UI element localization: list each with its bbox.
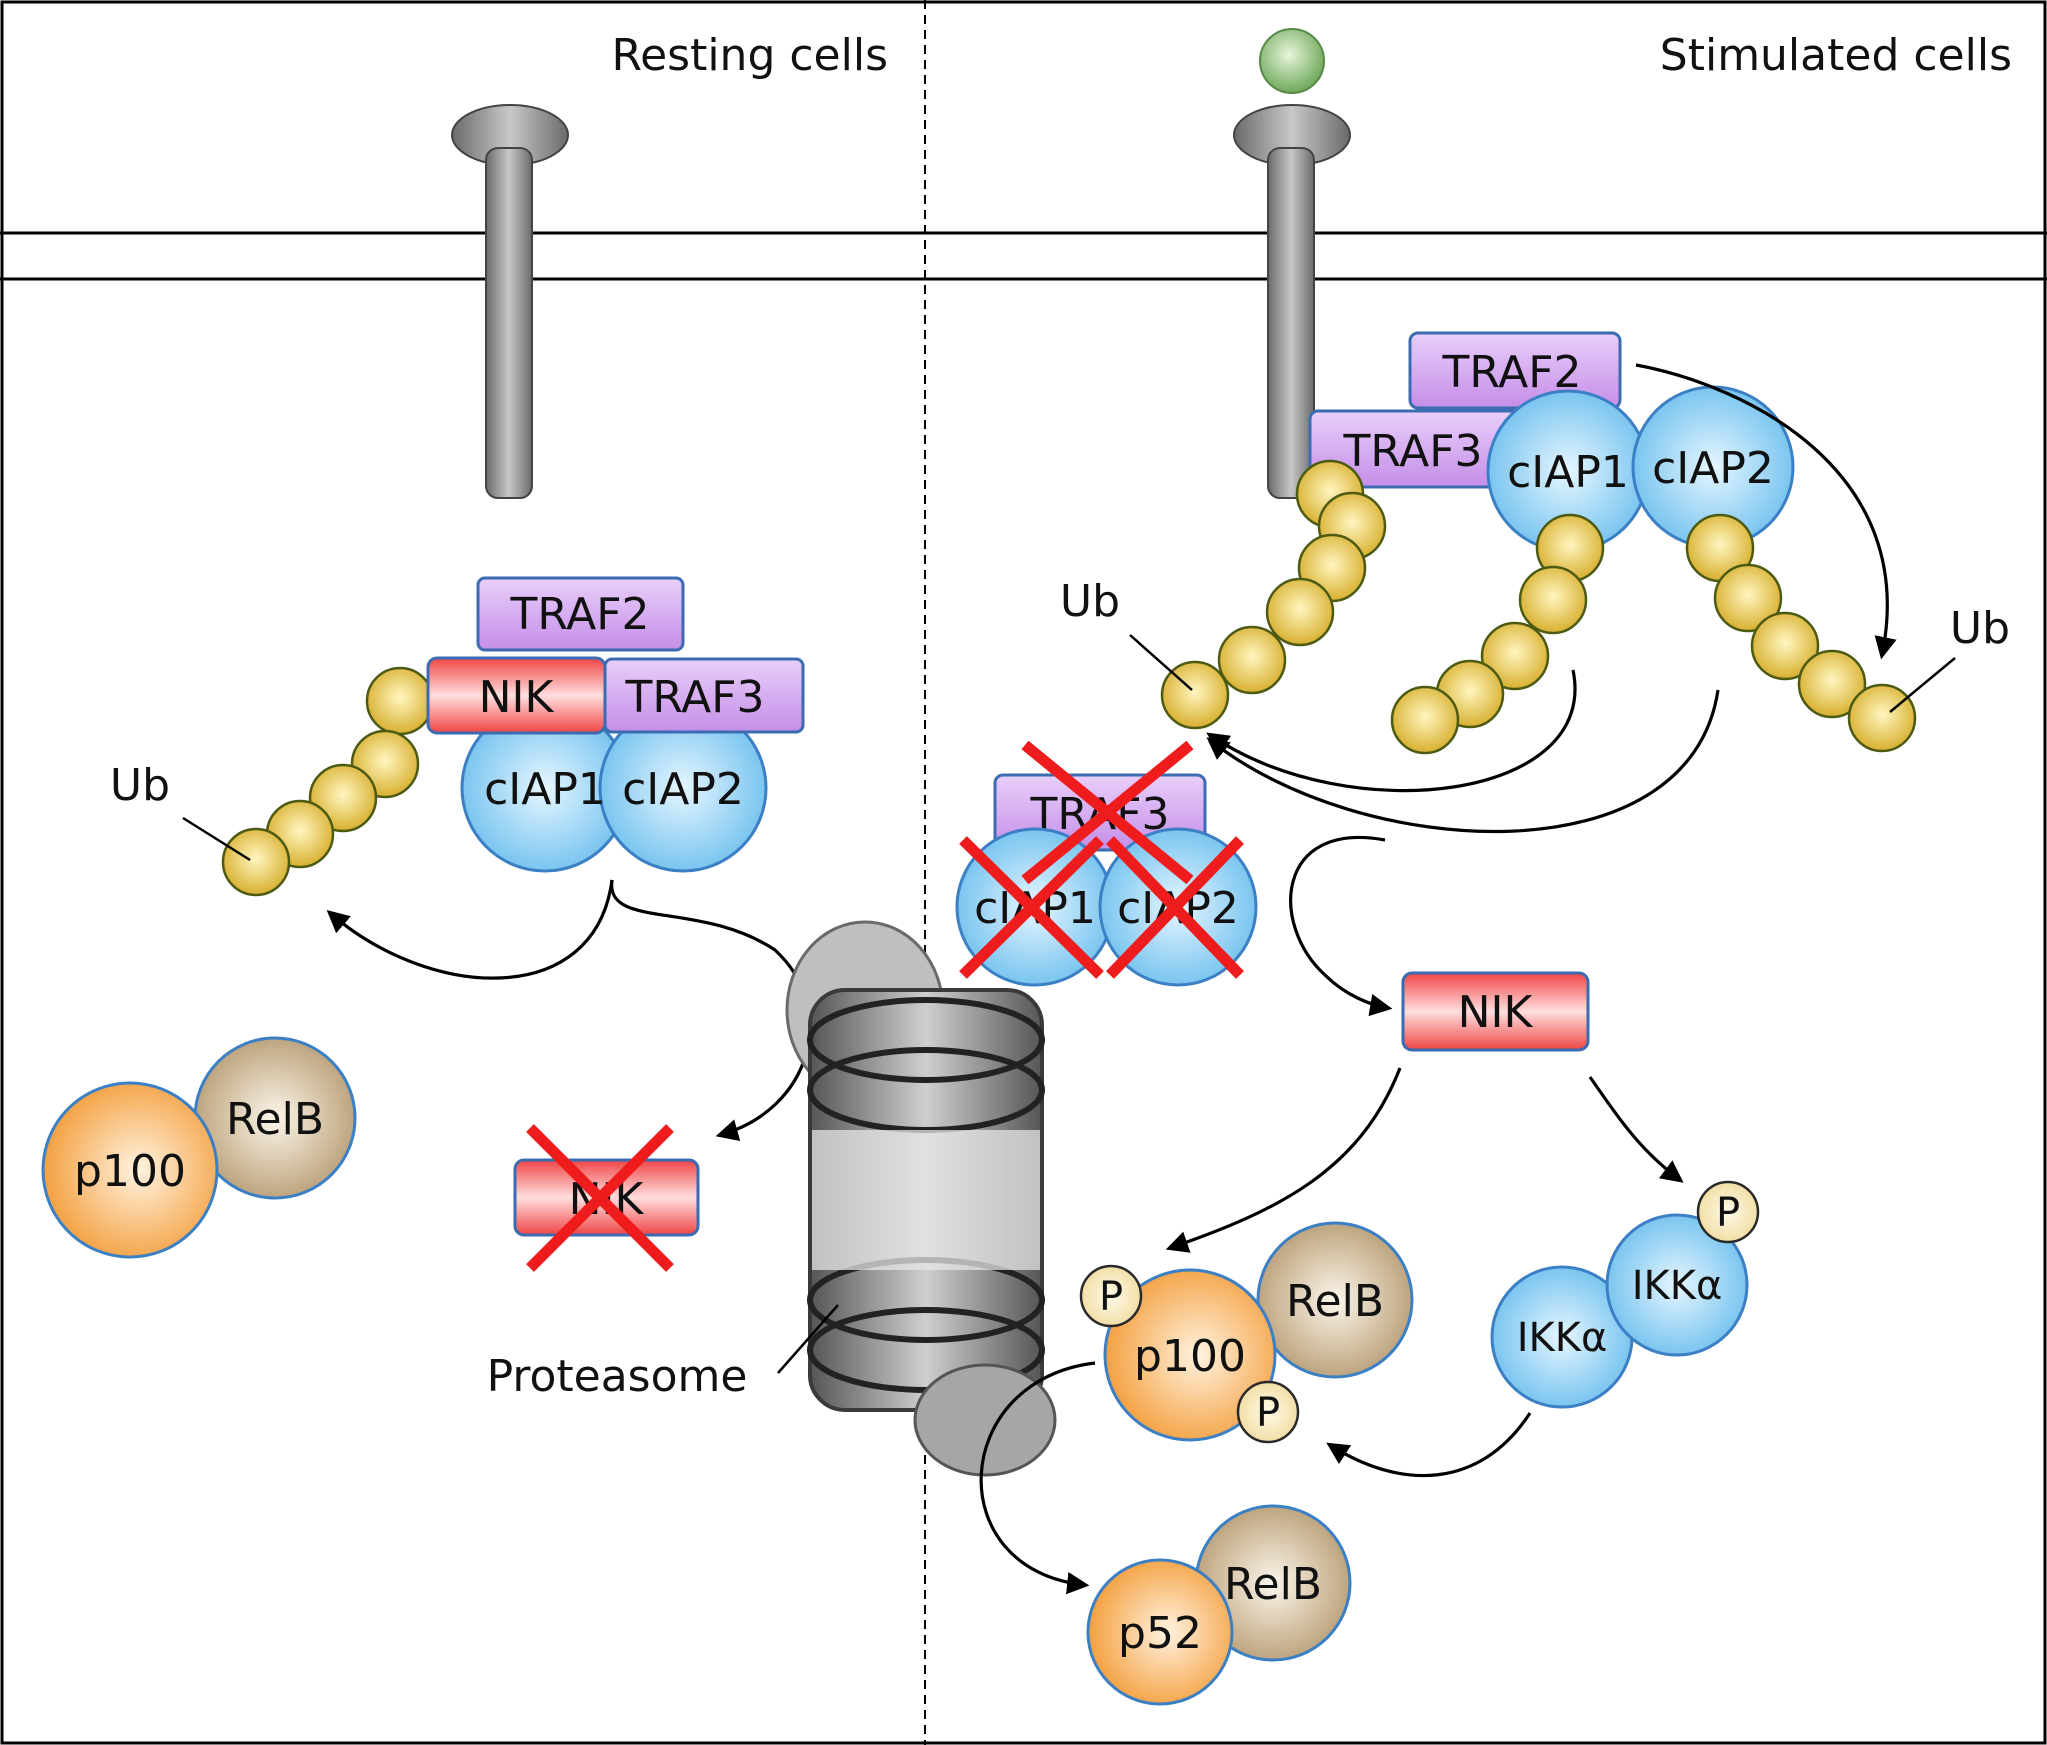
proteasome-icon [785,920,1057,1477]
phospho-label-ikka: P [1716,1190,1740,1236]
arrow-to-nik-degradation [610,879,812,1141]
cross-mark-icon [1106,836,1244,979]
proteasome-label: Proteasome [487,1351,748,1402]
relb-ball-right [1256,1221,1414,1379]
cross-mark-icon [1021,740,1194,885]
phospho-ball-p100-1 [1079,1264,1143,1328]
left-panel-title: Resting cells [611,30,888,81]
nik-label-right: NIK [1458,987,1534,1038]
p100-label-left: p100 [74,1146,186,1197]
arrow-traf2-to-ub [1635,363,1897,660]
ciap1-label-right: cIAP1 [1507,447,1629,498]
receptor-icon [451,104,569,499]
relb-label-right: RelB [1286,1276,1384,1327]
p52-label: p52 [1118,1608,1202,1659]
phospho-label-p100-1: P [1099,1274,1123,1320]
arrow-ciap1-to-ub [1206,669,1577,793]
ciap2-label-left: cIAP2 [622,764,744,815]
p52-ball [1086,1558,1234,1706]
arrow-ikka-to-p100 [1326,1412,1532,1478]
p100-label-right: p100 [1134,1331,1246,1382]
relb-label-left: RelB [226,1094,324,1145]
arrow-ciap2-to-ub [1206,689,1720,834]
nik-label-left: NIK [479,672,555,723]
arrow-ciap-to-ub-left [326,879,614,980]
receptor-icon [1233,104,1351,499]
ciap1-label-left: cIAP1 [484,764,606,815]
nik-box-left [426,656,607,735]
ub-label-right-2: Ub [1950,603,2010,654]
traf3-label-left: TRAF3 [624,672,764,723]
ub-pointer-right-2 [1889,657,1956,713]
ikka-label-1: IKKα [1517,1315,1608,1361]
ubiquitin-chain-icon [1160,459,1387,730]
ikka-label-2: IKKα [1632,1263,1723,1309]
ub-pointer-left [182,816,251,862]
traf3-label-right: TRAF3 [1342,426,1482,477]
cross-mark-icon [959,836,1104,979]
traf2-label-right: TRAF2 [1441,347,1581,398]
arrow-nik-to-p100 [1165,1067,1402,1253]
p100-ball-right [1103,1268,1277,1442]
ub-pointer-right-1 [1129,634,1193,691]
arrow-p100-to-p52 [979,1361,1096,1595]
nik-box-right [1401,971,1590,1052]
ciap2-label-right: cIAP2 [1652,443,1774,494]
phospho-ball-ikka [1696,1180,1760,1244]
ub-label-left: Ub [110,760,170,811]
ubiquitin-chain-icon [1390,513,1605,755]
proteasome-pointer [777,1304,839,1374]
phospho-label-p100-2: P [1256,1390,1280,1436]
traf2-box-right [1408,331,1622,410]
ligand-icon [1259,28,1325,94]
relb-label-p52: RelB [1224,1559,1322,1610]
ikka-ball-2 [1605,1213,1749,1357]
ubiquitin-chain-icon [1685,513,1917,753]
phospho-ball-p100-2 [1236,1380,1300,1444]
arrow-release-nik [1289,836,1393,1017]
p100-ball-left [41,1081,219,1259]
traf2-box-left [476,576,685,652]
arrow-nik-to-ikka [1588,1076,1684,1183]
traf2-label-left: TRAF2 [509,589,649,640]
cross-mark-icon [526,1124,674,1272]
ub-label-right-1: Ub [1060,576,1120,627]
right-panel-title: Stimulated cells [1660,30,2012,81]
ubiquitin-chain-icon [221,666,435,897]
